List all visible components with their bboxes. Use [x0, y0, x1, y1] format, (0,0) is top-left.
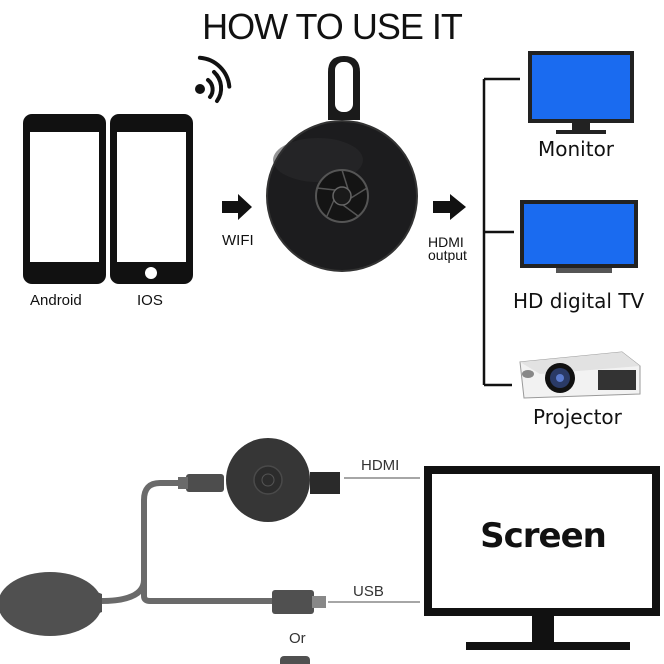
- hdmi-output-line-1: HDMI: [428, 234, 464, 250]
- tv-icon: [520, 200, 638, 273]
- alt-plug-icon: [280, 656, 310, 664]
- hdmi-cable-label: HDMI: [361, 457, 400, 474]
- page-title: HOW TO USE IT: [202, 6, 463, 47]
- hdmi-plug-icon: [178, 474, 224, 492]
- ios-label: IOS: [137, 292, 163, 309]
- wifi-signal-icon: [195, 55, 232, 103]
- connector-lines: [328, 477, 420, 603]
- monitor-label: Monitor: [538, 137, 615, 161]
- screen-monitor-icon: [424, 466, 660, 650]
- projector-icon: [519, 351, 641, 399]
- usb-cable-label: USB: [353, 583, 384, 600]
- hdmi-output-label: HDMI output: [428, 234, 467, 263]
- screen-label: Screen: [480, 516, 607, 556]
- wifi-label: WIFI: [222, 232, 254, 249]
- android-label: Android: [30, 292, 82, 309]
- arrow-right-icon: [433, 194, 466, 220]
- wifi-receiver-icon: [0, 572, 102, 636]
- hdmi-output-line-2: output: [428, 247, 467, 263]
- output-branch-lines: [482, 77, 520, 387]
- android-phone-icon: [23, 114, 106, 284]
- cable-lines: [97, 480, 278, 604]
- monitor-icon: [528, 51, 634, 134]
- ios-phone-icon: [110, 114, 193, 284]
- arrow-right-icon: [222, 194, 252, 220]
- dongle-small-icon: [226, 438, 340, 522]
- or-label: Or: [289, 630, 306, 647]
- projector-label: Projector: [533, 405, 622, 429]
- usb-plug-icon: [272, 590, 326, 614]
- dongle-icon: [266, 56, 418, 272]
- tv-label: HD digital TV: [513, 289, 645, 313]
